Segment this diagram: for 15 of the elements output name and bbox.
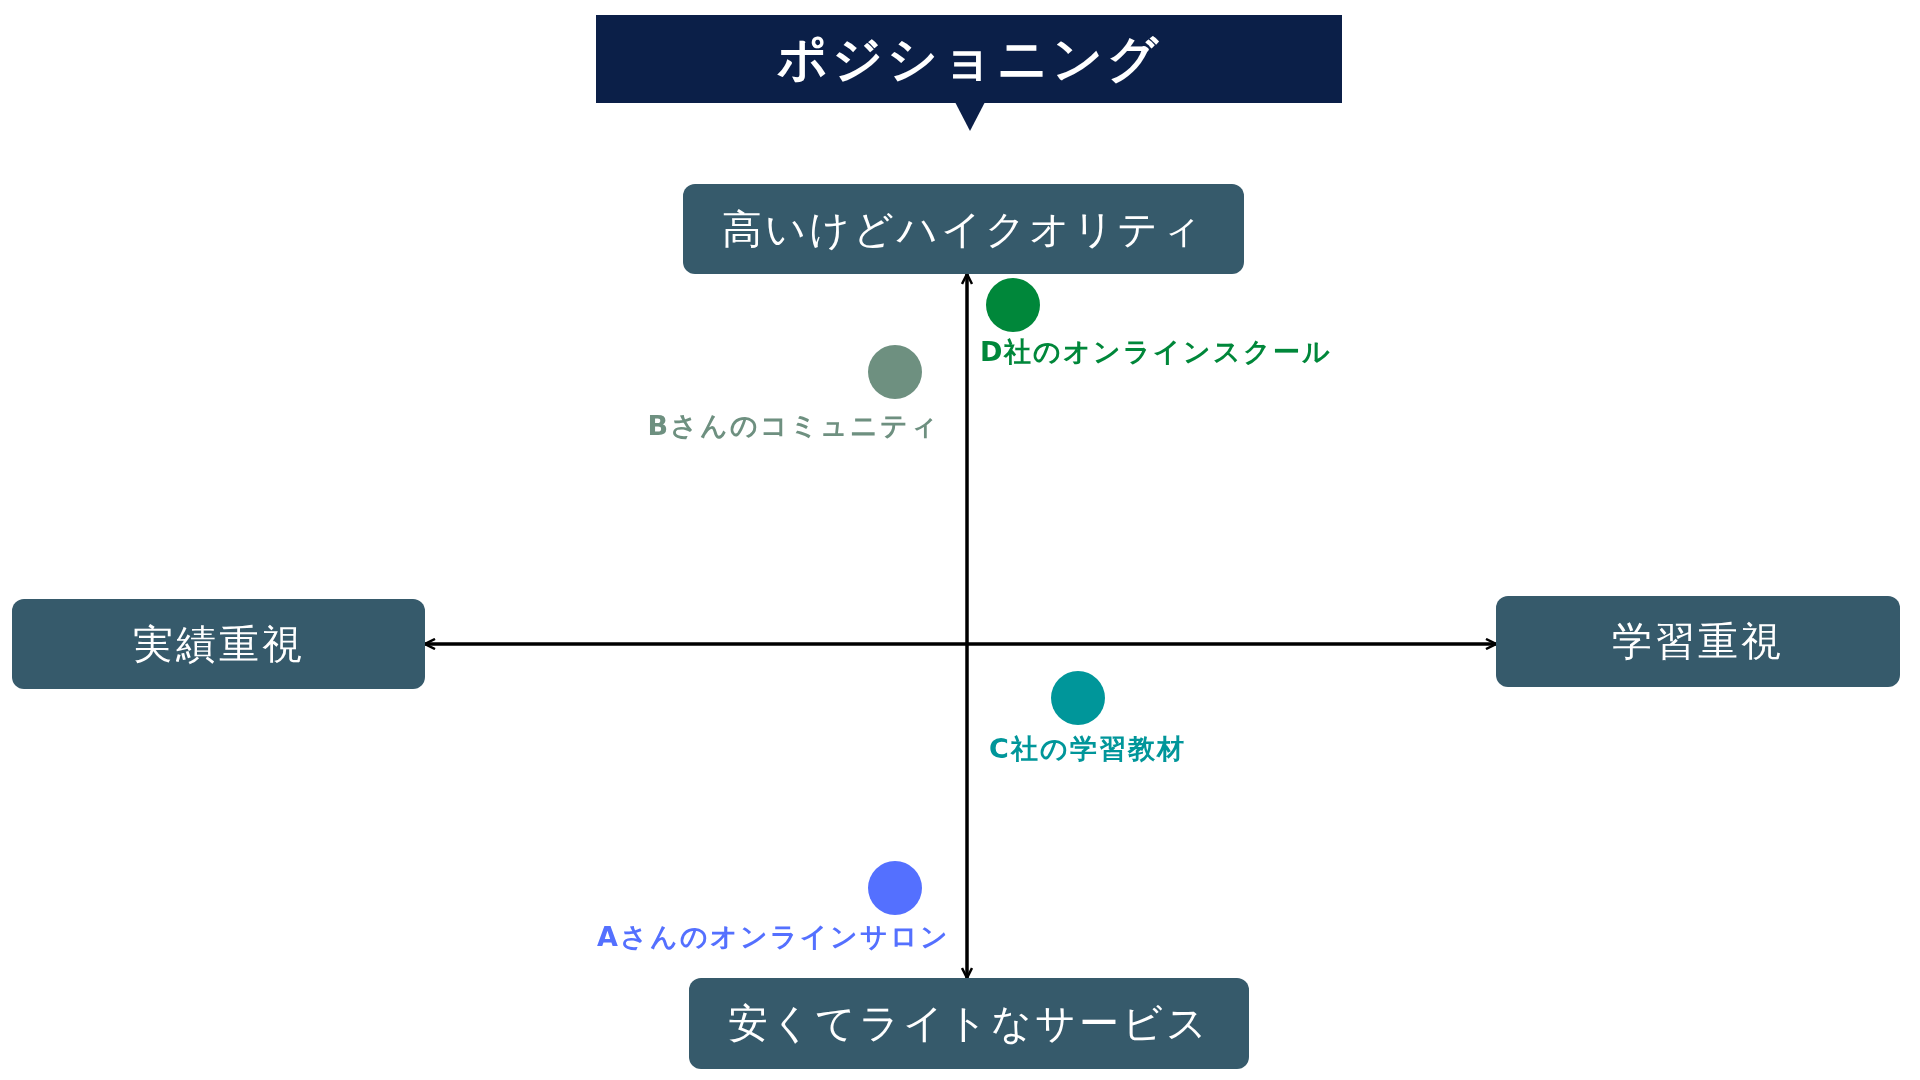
axis-label-box: 高いけどハイクオリティ xyxy=(683,184,1244,274)
axis-label-box: 実績重視 xyxy=(12,599,425,689)
position-dot xyxy=(1051,671,1105,725)
axis-arrow xyxy=(960,272,974,980)
dot-label: C社の学習教材 xyxy=(989,733,1186,766)
axis-label-box: 学習重視 xyxy=(1496,596,1900,687)
axis-label-box: 安くてライトなサービス xyxy=(689,978,1249,1069)
position-dot xyxy=(868,861,922,915)
dot-label: Bさんのコミュニティ xyxy=(647,410,940,443)
axis-arrow xyxy=(423,637,1498,651)
position-dot xyxy=(986,278,1040,332)
position-dot xyxy=(868,345,922,399)
dot-label: D社のオンラインスクール xyxy=(980,336,1333,369)
dot-label: Aさんのオンラインサロン xyxy=(597,921,950,954)
title-banner: ポジショニング xyxy=(596,15,1342,103)
